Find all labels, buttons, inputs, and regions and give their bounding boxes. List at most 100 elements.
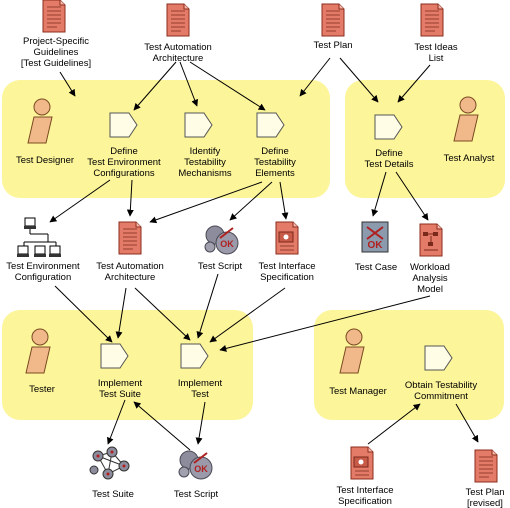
test-env-config-label-line: Test Environment xyxy=(6,261,80,272)
define-env-configs-label-line: Define xyxy=(110,146,137,157)
implement-test-label-line: Test xyxy=(191,389,209,400)
test-suite-label-line: Test Suite xyxy=(92,489,134,500)
test-plan-revised-document-icon xyxy=(474,449,498,483)
arrow-impl-suite-to-suite xyxy=(107,399,126,445)
test-script-icon xyxy=(204,225,239,255)
test-manager-label: Test Manager xyxy=(329,386,387,397)
arrow-interface-to-impl-test xyxy=(209,287,286,343)
identify-testability-label-line: Testability xyxy=(184,157,226,168)
test-plan-revised-label-line: [revised] xyxy=(467,498,503,508)
architecture-document-icon xyxy=(166,3,190,37)
test-interface-spec-bottom-icon xyxy=(350,446,374,480)
define-test-details-label-line: Test Details xyxy=(364,159,413,170)
define-env-configs-label-line: Test Environment xyxy=(87,157,161,168)
architecture-mid-document-icon xyxy=(118,221,142,255)
test-script-label-line: Test Script xyxy=(198,261,243,272)
test-designer-label: Test Designer xyxy=(16,155,74,166)
zone-test-analyst xyxy=(345,80,505,198)
define-testability-elements-label-line: Elements xyxy=(255,168,295,179)
arrow-define-env-to-env-config xyxy=(49,179,111,223)
guidelines-label-line: [Test Guidelines] xyxy=(21,58,91,69)
arrow-define-env-to-arch xyxy=(126,179,134,217)
arrow-obtain-to-plan-revised xyxy=(455,403,479,443)
implement-test-suite-label-line: Implement xyxy=(98,378,143,389)
test-script-label: Test Script xyxy=(198,261,243,272)
test-case-label: Test Case xyxy=(355,262,397,273)
arrow-arch-to-impl-test xyxy=(134,287,191,341)
arrow-define-elements-to-interface xyxy=(279,181,289,220)
test-interface-spec-label-line: Specification xyxy=(260,272,314,283)
test-ideas-list-label-line: Test Ideas xyxy=(414,42,458,53)
tester-label: Tester xyxy=(29,384,55,395)
test-designer-label-line: Test Designer xyxy=(16,155,74,166)
arrow-define-details-to-workload xyxy=(395,171,429,221)
obtain-commitment-label-line: Commitment xyxy=(414,391,468,402)
architecture-top-label-line: Test Automation xyxy=(144,42,212,53)
guidelines-label-line: Guidelines xyxy=(34,47,79,58)
workload-model-label-line: Workload xyxy=(410,262,450,273)
test-interface-spec-label-line: Test Interface xyxy=(258,261,315,272)
obtain-commitment-label-line: Obtain Testability xyxy=(405,380,477,391)
arrow-define-elements-to-arch xyxy=(149,181,263,224)
test-script-bottom-label: Test Script xyxy=(174,489,219,500)
test-interface-spec-bottom-label-line: Specification xyxy=(338,496,392,507)
arrow-workload-to-impl-test xyxy=(219,295,431,352)
define-env-configs-label-line: Configurations xyxy=(93,168,155,179)
test-ideas-list-document-icon xyxy=(420,3,444,37)
test-plan-label-line: Test Plan xyxy=(313,40,352,51)
test-suite-label: Test Suite xyxy=(92,489,134,500)
test-case-label-line: Test Case xyxy=(355,262,397,273)
arrow-arch-to-impl-suite xyxy=(115,287,127,339)
test-env-config-network-icon xyxy=(17,217,61,257)
identify-testability-label-line: Identify xyxy=(190,146,221,157)
arrow-guidelines-to-designer xyxy=(59,71,76,97)
test-interface-spec-icon xyxy=(275,221,299,255)
zone-test-designer xyxy=(2,80,330,198)
arrow-plan-to-define-elements xyxy=(299,57,331,97)
tester-label-line: Tester xyxy=(29,384,55,395)
test-suite-icon xyxy=(89,446,130,480)
test-interface-spec-bottom-label-line: Test Interface xyxy=(336,485,393,496)
define-testability-elements-label-line: Testability xyxy=(254,157,296,168)
arrow-arch-to-identify xyxy=(179,61,198,107)
arrow-define-elements-to-script xyxy=(229,181,273,221)
workload-model-label-line: Model xyxy=(417,284,443,295)
test-script-bottom-label-line: Test Script xyxy=(174,489,219,500)
arrow-script-to-impl-suite xyxy=(133,401,191,451)
test-plan-label: Test Plan xyxy=(313,40,352,51)
test-plan-revised-label-line: Test Plan xyxy=(465,487,504,498)
arrow-define-details-to-case xyxy=(371,171,387,217)
guidelines-document-icon xyxy=(42,0,66,33)
workload-model-label-line: Analysis xyxy=(412,273,448,284)
workload-model-icon xyxy=(419,223,443,257)
arrow-ideas-to-define-details xyxy=(397,64,431,103)
implement-test-label-line: Implement xyxy=(178,378,223,389)
architecture-mid-label-line: Test Automation xyxy=(96,261,164,272)
arrow-plan-to-define-details xyxy=(339,57,379,103)
test-env-config-label-line: Configuration xyxy=(15,272,72,283)
architecture-mid-label-line: Architecture xyxy=(105,272,156,283)
test-manager-label-line: Test Manager xyxy=(329,386,387,397)
test-script-bottom-icon xyxy=(178,450,213,480)
arrow-script-to-impl-test xyxy=(196,273,219,339)
guidelines-label-line: Project-Specific xyxy=(23,36,89,47)
test-ideas-list-label-line: List xyxy=(429,53,444,64)
test-plan-document-icon xyxy=(321,3,345,37)
arrow-arch-to-define-env xyxy=(133,61,177,111)
arrow-interface-to-obtain xyxy=(367,403,421,445)
identify-testability-label-line: Mechanisms xyxy=(178,168,232,179)
arrow-env-config-to-impl-suite xyxy=(54,285,113,343)
define-test-details-label-line: Define xyxy=(375,148,402,159)
